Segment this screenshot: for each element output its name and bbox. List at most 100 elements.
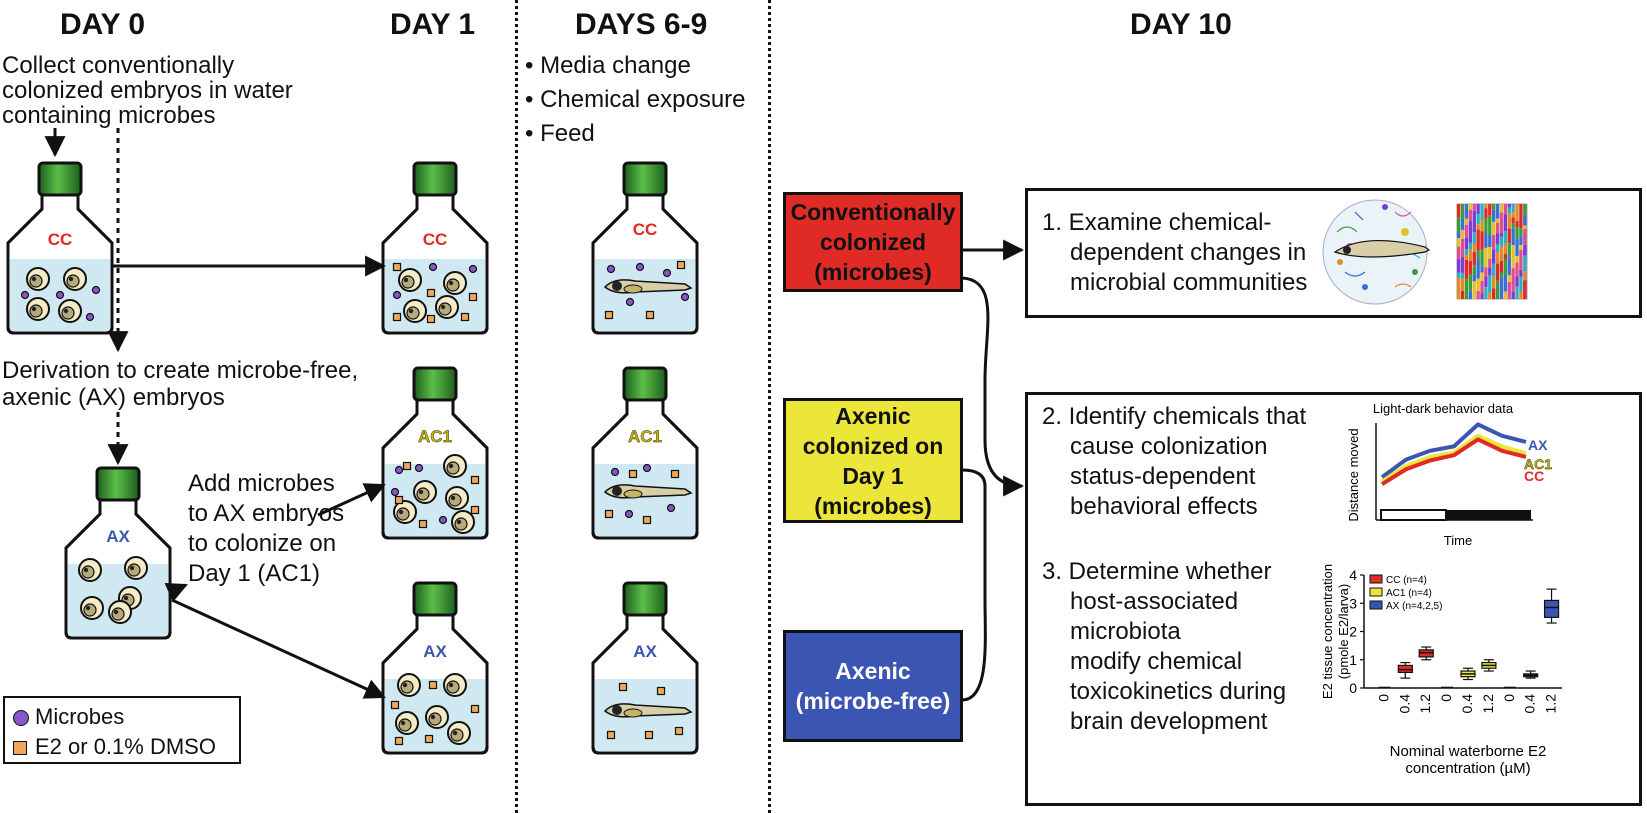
boxplot-xtick-label: 1.2 xyxy=(1480,694,1496,714)
group-cc-line2: colonized xyxy=(819,229,927,255)
stackbar-segment xyxy=(1492,235,1496,250)
aim1-line1: 1. Examine chemical- xyxy=(1042,209,1272,236)
stackbar-segment xyxy=(1457,217,1461,233)
stackbar-segment xyxy=(1488,267,1492,276)
arrow-add-microbes-to-ac1 xyxy=(317,483,386,517)
stackbar-segment xyxy=(1472,281,1476,299)
behavior-line-cc xyxy=(1380,437,1527,486)
stackbar-segment xyxy=(1515,286,1519,299)
aim3-line4: modify chemical xyxy=(1070,648,1243,675)
stackbar-segment xyxy=(1515,227,1519,240)
stackbar-segment xyxy=(1472,265,1476,275)
stackbar-segment xyxy=(1492,276,1496,289)
stackbar-segment xyxy=(1472,204,1476,211)
stackbar-segment xyxy=(1484,204,1488,209)
stackbar-segment xyxy=(1472,210,1476,233)
stackbar-segment xyxy=(1488,215,1492,235)
group-ac1-line1: Axenic xyxy=(835,402,911,429)
stackbar-segment xyxy=(1492,221,1496,236)
stackbar-segment xyxy=(1476,204,1480,215)
behavior-line-chart: Light-dark behavior data Distance moved … xyxy=(1346,401,1552,548)
header-days6-9: DAYS 6-9 xyxy=(575,8,708,41)
stackbar-segment xyxy=(1457,204,1461,218)
stackbar-segment xyxy=(1468,260,1473,275)
boxplot-ytick-label: 2 xyxy=(1349,624,1357,640)
flask-label: CC xyxy=(48,230,73,249)
flask-label: AC1 xyxy=(418,427,452,446)
add-microbes-line1: Add microbes xyxy=(188,470,335,497)
stackbar-segment xyxy=(1515,276,1519,287)
stackbar-segment xyxy=(1476,229,1480,251)
stackbar-segment xyxy=(1511,212,1515,218)
stackbar-segment xyxy=(1484,276,1488,288)
boxplot-legend-swatch xyxy=(1369,600,1383,610)
boxplot-xtick-label: 0 xyxy=(1375,694,1391,702)
connector-ax-to-aims23 xyxy=(961,486,987,702)
stackbar-segment xyxy=(1488,204,1492,216)
days69-item-1: • Media change xyxy=(525,52,691,79)
aim3-line3: microbiota xyxy=(1070,618,1181,645)
stackbar-segment xyxy=(1480,272,1484,281)
flask-label: CC xyxy=(423,230,448,249)
stackbar-segment xyxy=(1476,258,1480,279)
stackbar-segment xyxy=(1488,234,1492,248)
stackbar-segment xyxy=(1495,263,1500,281)
aim2-line4: behavioral effects xyxy=(1070,493,1258,520)
stackbar-segment xyxy=(1457,246,1461,260)
days69-item-3: • Feed xyxy=(525,120,595,147)
legend-e2: E2 or 0.1% DMSO xyxy=(13,734,216,760)
collect-text-line3: containing microbes xyxy=(2,102,216,129)
flask-days69-cc: CC xyxy=(591,161,699,335)
boxplot-xtick-label: 1.2 xyxy=(1417,694,1433,714)
behavior-series-group xyxy=(1380,422,1527,486)
group-ax-line2: (microbe-free) xyxy=(795,688,951,714)
stackbar-segment xyxy=(1464,259,1469,280)
stackbar-segment xyxy=(1488,275,1492,293)
stackbar-segment xyxy=(1488,292,1492,299)
aim1-text: 1. Examine chemical- dependent changes i… xyxy=(1042,208,1307,298)
stackbar-segment xyxy=(1468,204,1473,210)
boxplot-xtick-label: 0.4 xyxy=(1396,694,1412,714)
stackbar-segment xyxy=(1472,243,1476,252)
stackbar-segment xyxy=(1480,293,1484,299)
stackbar-segment xyxy=(1495,218,1500,224)
boxplot-box xyxy=(1543,599,1560,618)
flask-days69-ac1: AC1 xyxy=(591,366,699,540)
stackbar-segment xyxy=(1519,276,1523,292)
stackbar-segment xyxy=(1468,209,1473,222)
stackbar-segment xyxy=(1499,277,1504,299)
stackbar-segment xyxy=(1460,272,1465,279)
stackbar-segment xyxy=(1476,290,1480,299)
behavior-label-ax: AX xyxy=(1528,437,1548,453)
behavior-label-ac1: AC1 xyxy=(1524,456,1552,472)
stackbar-segment xyxy=(1507,228,1511,244)
stackbar-segment xyxy=(1488,247,1492,259)
stackbar-segment xyxy=(1472,274,1476,282)
stackbar-segment xyxy=(1492,209,1496,222)
stackbar-segment xyxy=(1523,255,1527,272)
stackbar-segment xyxy=(1515,239,1519,257)
stackbar-segment xyxy=(1480,231,1484,250)
stackbar-segment xyxy=(1476,214,1480,225)
stackbar-segment xyxy=(1480,280,1484,294)
connector-cc-to-aims23 xyxy=(961,276,1025,497)
microbe-legend-swatch xyxy=(13,710,29,727)
flask-day0-cc: CC xyxy=(6,161,114,335)
boxplot-xtick-label: 1.2 xyxy=(1543,694,1559,714)
boxplot-xtick-label: 0 xyxy=(1438,694,1454,702)
header-day1: DAY 1 xyxy=(390,8,476,41)
separator-1 xyxy=(515,0,518,813)
stackbar-segment xyxy=(1472,251,1476,266)
stackbar-segment xyxy=(1499,233,1504,237)
boxplot-legend-label: CC (n=4) xyxy=(1386,575,1427,586)
stackbar-segment xyxy=(1507,243,1511,258)
boxplot-legend-label: AC1 (n=4) xyxy=(1386,588,1432,599)
stackbar-segment xyxy=(1464,249,1469,256)
microbial-community-illustration xyxy=(1322,199,1528,305)
stackbar-segment xyxy=(1499,212,1504,234)
stackbar-segment xyxy=(1480,266,1484,273)
stackbar-segment xyxy=(1503,243,1508,254)
